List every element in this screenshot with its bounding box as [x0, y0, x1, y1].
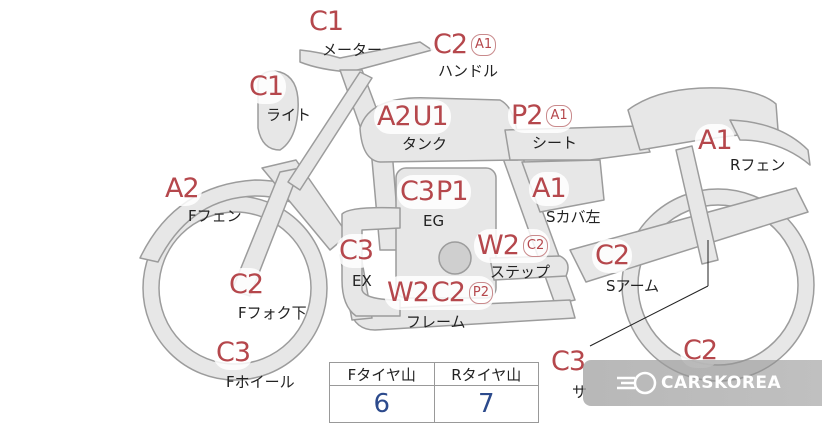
meter-label: メーター — [322, 41, 383, 59]
step-label: ステップ — [490, 263, 551, 281]
exhaust-code: C3 — [336, 234, 377, 268]
engine-code-1: C3 — [400, 176, 435, 207]
side-cover-code: A1 — [529, 172, 569, 206]
handle-code: C2 A1 — [430, 28, 499, 62]
tank-code-2: U1 — [412, 101, 449, 132]
tank-code-1: A2 — [377, 101, 412, 132]
step-code-small: C2 — [522, 235, 549, 257]
engine-code-2: P1 — [436, 176, 468, 207]
meter-code-1: C1 — [309, 6, 344, 37]
side-cover-label: Sカバ左 — [546, 208, 601, 226]
seat-code-small: A1 — [546, 105, 572, 127]
f-fork-code-1: C2 — [229, 269, 264, 300]
muffler-code: C3 — [548, 345, 589, 379]
light-code-1: C1 — [249, 71, 284, 102]
handle-code-1: C2 — [433, 29, 468, 60]
step-code: W2 C2 — [474, 229, 551, 263]
swing-arm-code-1: C2 — [595, 240, 630, 271]
light-code: C1 — [246, 70, 287, 104]
frame-code-1: W2 — [387, 277, 430, 308]
seat-code: P2 A1 — [508, 99, 574, 133]
engine-code: C3 P1 — [397, 175, 471, 209]
f-fender-code-1: A2 — [165, 173, 200, 204]
engine-label: EG — [423, 212, 445, 230]
f-fork-code: C2 — [226, 268, 267, 302]
muffler-code-1: C3 — [551, 346, 586, 377]
f-wheel-label: Fホイール — [226, 373, 295, 391]
side-cover-code-1: A1 — [532, 173, 567, 204]
frame-code-small: P2 — [468, 282, 494, 304]
tank-label: タンク — [402, 135, 448, 153]
watermark-text: CARSKOREA — [661, 373, 782, 393]
tank-code: A2 U1 — [374, 100, 451, 134]
rear-tire-value: 7 — [433, 385, 539, 423]
r-fender-code-1: A1 — [698, 125, 733, 156]
handle-code-small: A1 — [471, 34, 497, 56]
f-wheel-code-1: C3 — [216, 337, 251, 368]
light-label: ライト — [266, 106, 312, 124]
rear-tire-header: Rタイヤ山 — [433, 362, 539, 386]
f-wheel-code: C3 — [213, 336, 254, 370]
exhaust-code-1: C3 — [339, 235, 374, 266]
front-tire-value: 6 — [329, 385, 435, 423]
swing-arm-code: C2 — [592, 239, 633, 273]
seat-label: シート — [532, 134, 578, 152]
front-tire-header: Fタイヤ山 — [329, 362, 435, 386]
swing-arm-label: Sアーム — [606, 277, 660, 295]
exhaust-label: EX — [352, 272, 372, 290]
f-fork-label: Fフォク下 — [238, 304, 307, 322]
frame-label: フレーム — [406, 313, 466, 331]
rear-fender — [729, 119, 811, 166]
f-fender-code: A2 — [162, 172, 202, 206]
seat — [504, 125, 651, 161]
frame-code-2: C2 — [430, 277, 466, 308]
meter-code: C1 — [306, 5, 347, 39]
frame-code: W2 C2 P2 — [384, 276, 496, 310]
seat-code-1: P2 — [511, 100, 543, 131]
carskorea-logo-icon — [617, 371, 657, 395]
carskorea-watermark: CARSKOREA — [583, 360, 822, 406]
handle-label: ハンドル — [438, 62, 499, 80]
step-code-1: W2 — [477, 230, 520, 261]
r-fender-label: Rフェン — [730, 156, 786, 174]
tire-tread-table: Fタイヤ山 Rタイヤ山 6 7 — [329, 362, 539, 423]
f-fender-label: Fフェン — [188, 207, 242, 225]
r-fender-code: A1 — [695, 124, 735, 158]
